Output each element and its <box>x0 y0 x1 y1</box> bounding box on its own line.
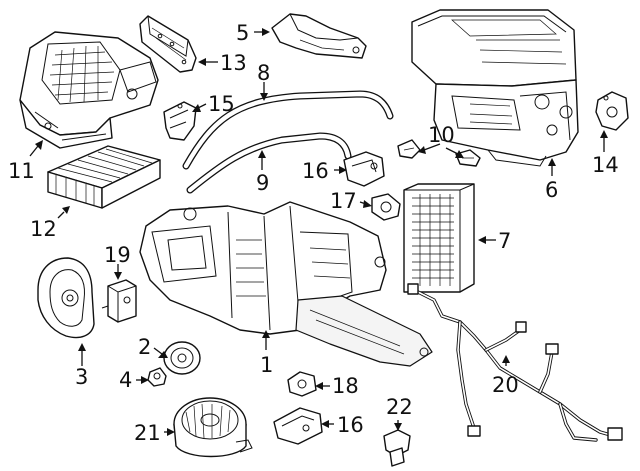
callout-4: 4 <box>119 368 132 392</box>
part-3-blower-scroll <box>37 257 95 339</box>
part-16-actuator-lower <box>273 407 323 445</box>
callout-15: 15 <box>208 92 235 116</box>
callout-21: 21 <box>134 421 161 445</box>
callout-13: 13 <box>220 51 247 75</box>
part-7-heater-core <box>403 183 475 293</box>
callout-2: 2 <box>138 335 151 359</box>
callout-7: 7 <box>498 229 511 253</box>
part-10-clips <box>397 139 481 167</box>
part-1-hvac-housing <box>139 201 433 367</box>
part-17-sensor <box>371 193 401 221</box>
callout-9: 9 <box>256 171 269 195</box>
callout-18: 18 <box>332 374 359 398</box>
part-11-intake-housing <box>19 31 159 149</box>
part-9-heater-hose <box>186 132 352 194</box>
leader-lines <box>29 28 608 436</box>
part-12-cabin-filter <box>47 145 161 209</box>
callout-17: 17 <box>330 189 357 213</box>
callout-20: 20 <box>492 373 519 397</box>
callout-12: 12 <box>30 217 57 241</box>
part-8-heater-hose <box>182 90 394 170</box>
part-21-blower-motor <box>173 397 253 458</box>
callout-1: 1 <box>260 353 273 377</box>
callout-16-lower: 16 <box>337 413 364 437</box>
part-19-bracket <box>101 279 137 323</box>
part-13-duct-bracket <box>139 15 197 73</box>
part-14-actuator <box>595 91 629 131</box>
callout-10: 10 <box>428 123 455 147</box>
part-18-sensor <box>287 371 317 397</box>
callout-19: 19 <box>104 243 131 267</box>
part-22-connector <box>383 429 411 467</box>
callout-22: 22 <box>386 395 413 419</box>
part-15-mount-bracket <box>163 101 197 141</box>
callout-3: 3 <box>75 365 88 389</box>
part-5-air-duct <box>271 13 367 59</box>
part-4-plug <box>147 367 167 387</box>
callout-labels: 1 2 3 4 5 6 7 8 9 10 11 12 13 14 15 16 1… <box>8 21 619 445</box>
callout-6: 6 <box>545 178 558 202</box>
part-16-actuator-upper <box>343 151 385 187</box>
callout-11: 11 <box>8 159 35 183</box>
callout-14: 14 <box>592 153 619 177</box>
callout-5: 5 <box>236 21 249 45</box>
callout-8: 8 <box>257 61 270 85</box>
part-20-wiring-harness <box>407 283 623 442</box>
part-2-blower-wheel <box>163 341 201 375</box>
part-6-heater-case <box>411 9 579 167</box>
callout-16-upper: 16 <box>302 159 329 183</box>
